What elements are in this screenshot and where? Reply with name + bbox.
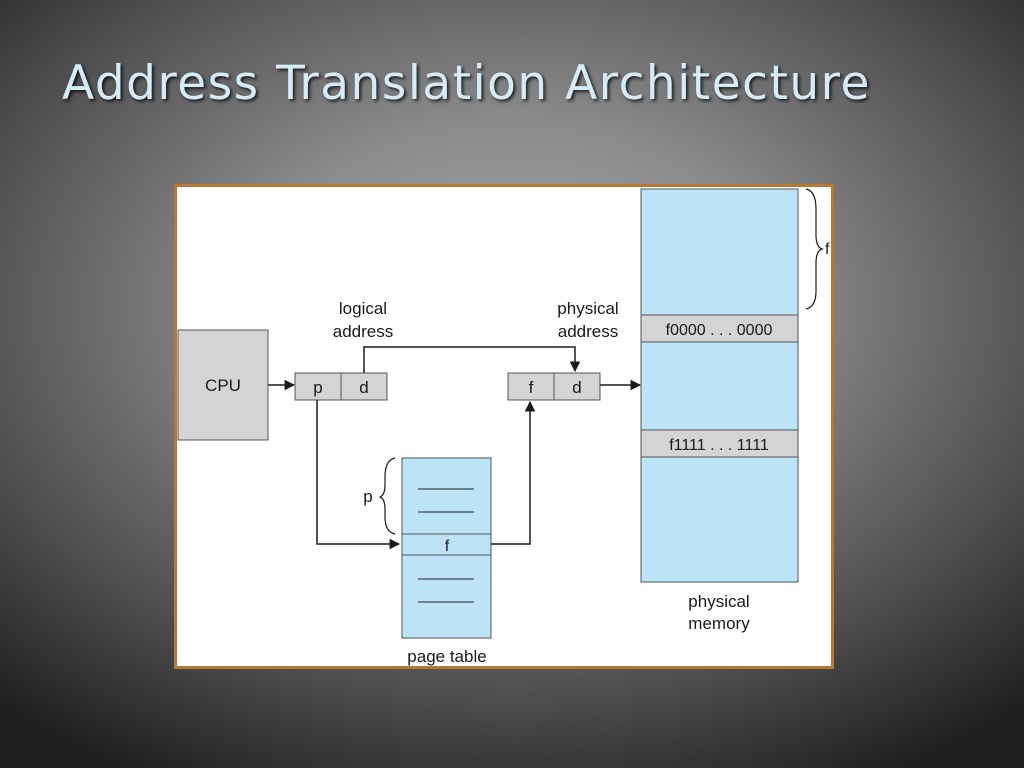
frame-start-row [640, 314, 799, 343]
physical-address-label-line1: physical [557, 299, 618, 318]
address-translation-diagram: CPU logical address p d physical address… [177, 188, 830, 666]
slide-title: Address Translation Architecture [62, 56, 871, 111]
page-number-label: p [313, 378, 322, 397]
diagram-frame: CPU logical address p d physical address… [174, 184, 834, 669]
offset-passthrough-arrow [363, 346, 581, 373]
cpu-label: CPU [205, 376, 241, 395]
physical-memory: f0000 . . . 0000 f1111 . . . 1111 [640, 188, 799, 583]
physical-offset-label: d [572, 378, 581, 397]
page-index-label: p [363, 487, 372, 506]
physical-memory-caption-line1: physical [688, 592, 749, 611]
offset-label: d [359, 378, 368, 397]
frame-number-arrow [491, 400, 536, 545]
page-table-entry-value: f [445, 538, 450, 555]
cpu-box: CPU [177, 329, 269, 441]
frame-brace-label: f [825, 241, 830, 258]
page-number-field [294, 372, 342, 401]
physical-address-label-line2: address [558, 322, 618, 341]
page-index-brace [378, 457, 396, 535]
page-table-caption: page table [407, 647, 486, 666]
frame-start-address: f0000 . . . 0000 [666, 322, 773, 339]
physical-memory-caption-line2: memory [688, 614, 750, 633]
frame-brace [805, 188, 824, 310]
logical-address-register: p d [294, 372, 388, 401]
frame-end-address: f1111 . . . 1111 [669, 437, 769, 454]
logical-address-label-line1: logical [339, 299, 387, 318]
physical-address-register: f d [507, 372, 601, 401]
physical-offset-field [553, 372, 601, 401]
frame-end-row [640, 429, 799, 458]
frame-number-label: f [529, 378, 534, 397]
page-table: f [401, 457, 492, 639]
page-index-arrow [316, 400, 401, 550]
logical-address-label-line2: address [333, 322, 393, 341]
